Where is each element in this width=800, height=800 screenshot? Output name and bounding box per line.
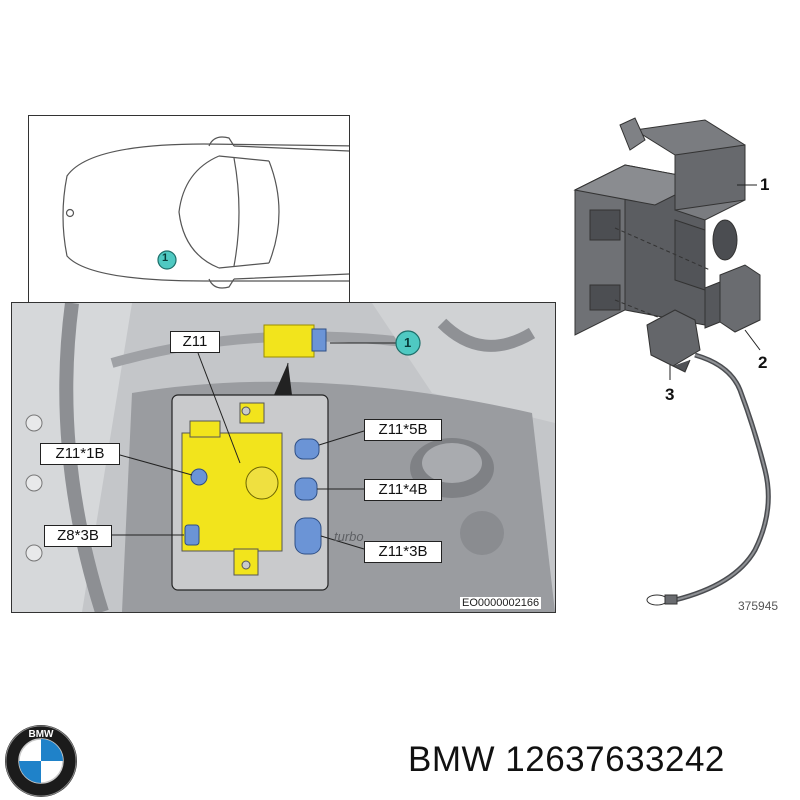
part-label-3: 3 (665, 385, 675, 404)
car-outline-drawing (62, 136, 360, 289)
car-inset-frame: 1 (28, 115, 360, 309)
callout-z11-4b: Z11*4B (364, 479, 442, 501)
callout-z8-3b: Z8*3B (44, 525, 112, 547)
bmw-logo: BMW (5, 725, 77, 797)
engine-cover-text: turbo (334, 529, 364, 544)
location-marker-circle (157, 250, 177, 270)
part-label-1: 1 (760, 175, 770, 194)
engine-marker-label: 1 (404, 335, 412, 350)
drawing-number: 375945 (738, 599, 779, 613)
callout-z11-3b: Z11*3B (364, 541, 442, 563)
part-3-connector-cable (646, 309, 701, 373)
part-2-cover (704, 264, 761, 333)
engine-reference-code: EO0000002166 (460, 597, 542, 609)
callout-z11-5b: Z11*5B (364, 419, 442, 441)
footer-line: BMW 12637633242 (408, 740, 725, 780)
engine-bay-frame: 1 turbo Z11 Z11*1B Z8*3B Z11*5B Z11*4B Z… (11, 302, 556, 613)
car-inset-marker-label: 1 (162, 252, 169, 264)
bmw-logo-text: BMW (29, 729, 55, 740)
parts-exploded-drawing (573, 117, 771, 606)
part-number: 12637633242 (505, 740, 725, 779)
part-1-housing (573, 117, 746, 336)
part-label-2: 2 (758, 353, 768, 372)
callout-z11: Z11 (170, 331, 220, 353)
brand-name: BMW (408, 740, 496, 779)
engine-bay-drawing (12, 303, 555, 612)
callout-z11-1b: Z11*1B (40, 443, 120, 465)
